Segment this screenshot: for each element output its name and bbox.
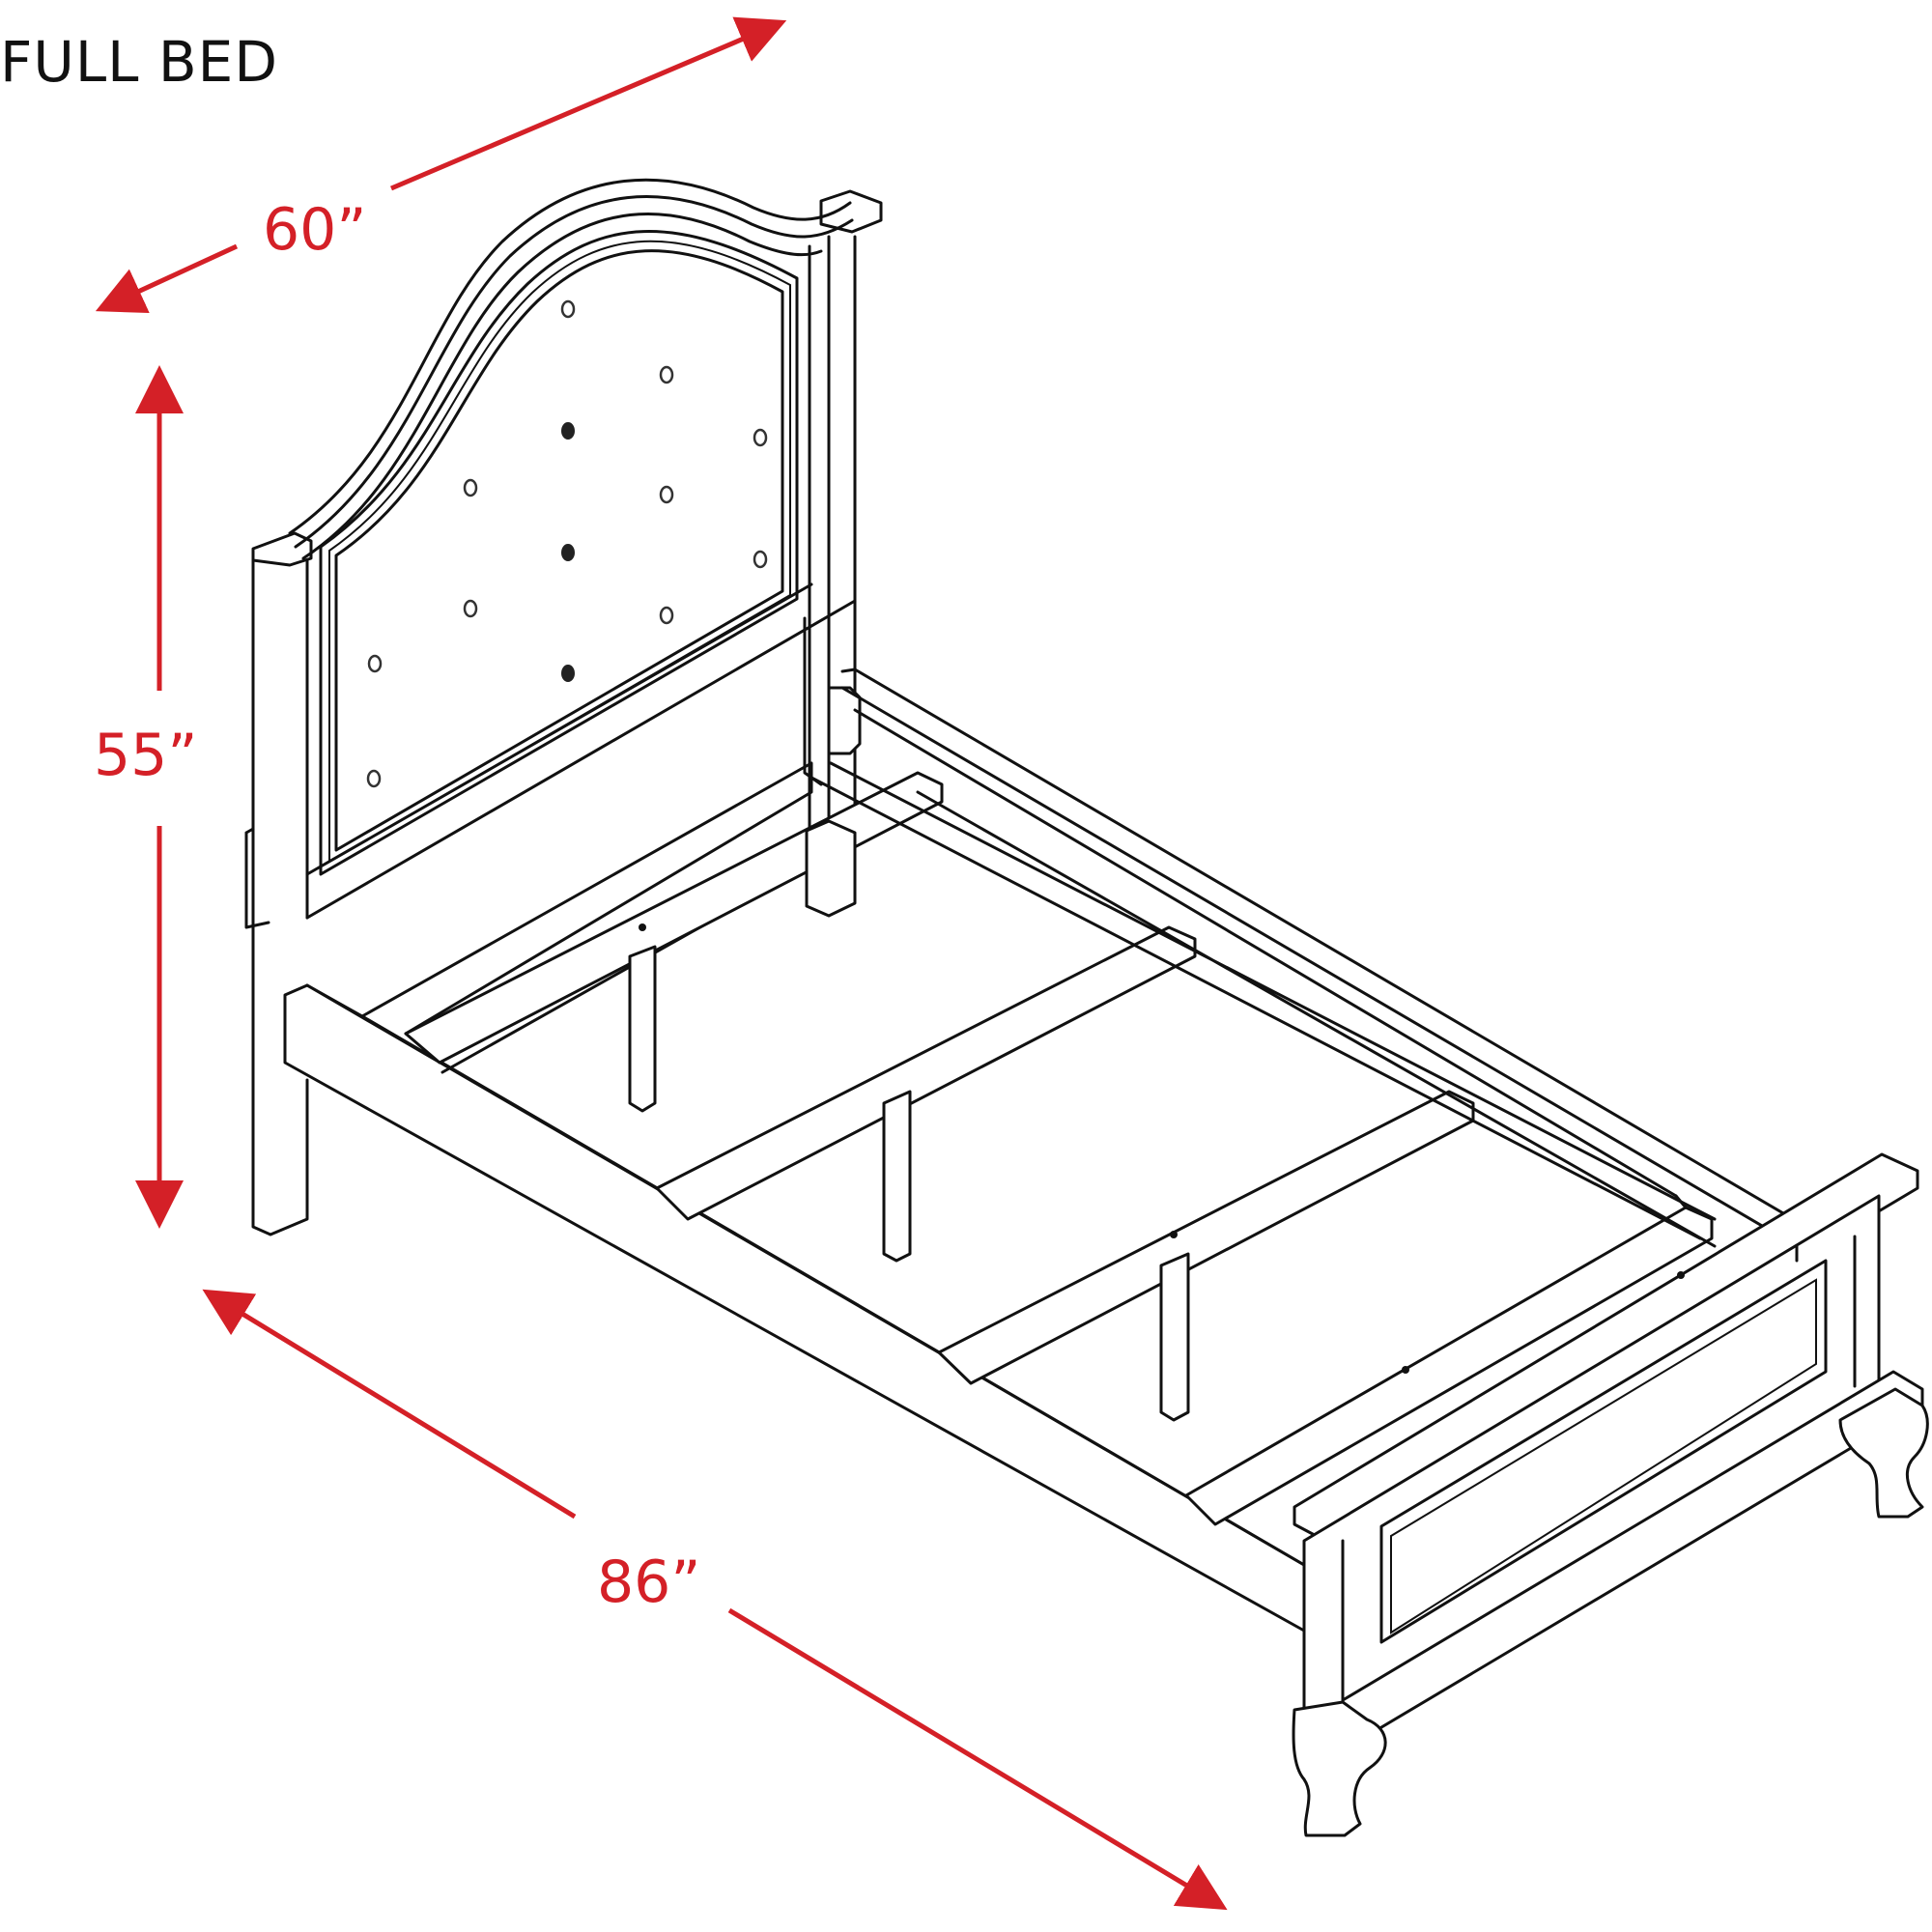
footboard-leg-right [1838, 1387, 1929, 1519]
footboard-leg-left [1292, 1700, 1387, 1837]
footboard [1292, 1152, 1929, 1837]
headboard-left-cap [251, 531, 313, 567]
length-arrow-left [202, 1289, 577, 1520]
left-side-rail [283, 983, 1306, 1633]
headboard [244, 178, 883, 1236]
support-legs [628, 923, 1409, 1422]
headboard-right-cap [819, 189, 883, 234]
bed-slats [404, 771, 1714, 1526]
dimension-height-label: 55” [94, 722, 198, 789]
headboard-crown-outer [288, 178, 852, 535]
headboard-left-post [251, 554, 309, 1236]
dimension-width-label: 60” [263, 196, 367, 264]
headboard-tufting [366, 299, 768, 788]
center-rail [810, 761, 1717, 1248]
right-side-rail [840, 668, 1808, 1248]
diagram-title: FULL BED [0, 29, 278, 95]
footboard-cap [1293, 1152, 1919, 1543]
headboard-panel-frame [319, 230, 799, 876]
length-arrow-right [727, 1607, 1228, 1911]
dimension-lines [95, 16, 1228, 1911]
width-arrow-left [95, 243, 239, 314]
headboard-right-leg [805, 819, 857, 918]
width-arrow-right [390, 16, 787, 191]
bed-frame [283, 668, 1808, 1633]
rail-bracket [827, 686, 862, 755]
dimension-length-label: 86” [597, 1548, 701, 1616]
